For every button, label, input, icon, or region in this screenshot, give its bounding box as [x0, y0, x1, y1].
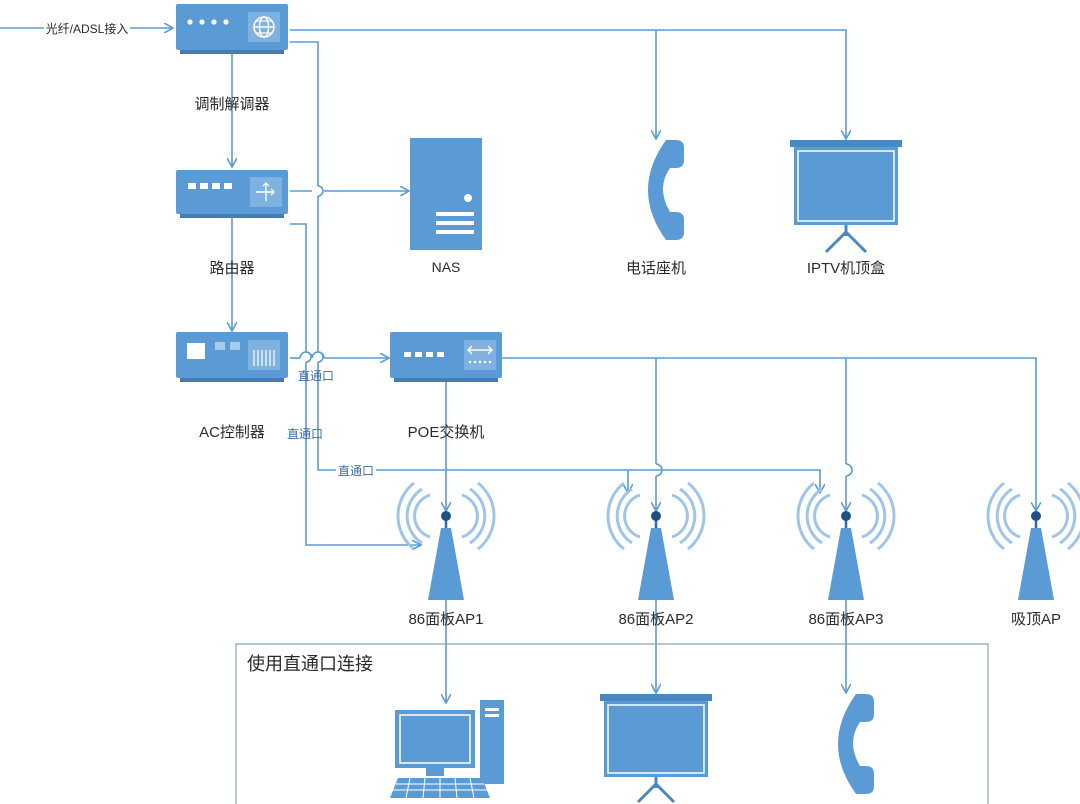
ap2-icon	[606, 481, 706, 600]
router-direct-line	[290, 223, 307, 352]
tv-screen-icon	[600, 694, 712, 804]
router-label: 路由器	[209, 260, 254, 277]
poe-ceiling-ap-line	[502, 357, 1036, 510]
direct-line-ap3	[317, 362, 820, 492]
port-label-1: 直通口	[298, 369, 334, 383]
input-label: 光纤/ADSL接入	[46, 21, 129, 36]
direct-port-group-box	[235, 643, 989, 804]
ap1-label: 86面板AP1	[408, 610, 483, 628]
nas-label: NAS	[432, 259, 461, 275]
modem-icon	[176, 4, 288, 54]
router-ap1-line	[305, 362, 420, 545]
ac-controller-icon	[176, 332, 288, 382]
computer-icon	[390, 700, 504, 799]
router-icon	[176, 170, 288, 218]
nas-icon	[410, 138, 482, 250]
phone-bottom-icon	[838, 694, 874, 794]
group-label: 使用直通口连接	[247, 654, 373, 674]
modem-label: 调制解调器	[194, 96, 269, 113]
phone-label: 电话座机	[626, 260, 686, 277]
poe-label: POE交换机	[408, 423, 485, 441]
ceiling-ap-icon	[986, 481, 1080, 600]
modem-direct-line-a	[290, 41, 319, 186]
ac-label: AC控制器	[199, 424, 265, 441]
connection-lines	[0, 28, 1036, 702]
phone-icon	[648, 140, 684, 240]
ceiling-ap-label: 吸顶AP	[1011, 611, 1061, 628]
iptv-label: IPTV机顶盒	[807, 260, 885, 277]
ap3-label: 86面板AP3	[808, 610, 883, 628]
modem-iptv-line	[290, 29, 846, 138]
ap1-icon	[396, 481, 496, 600]
iptv-screen-icon	[790, 140, 902, 254]
port-label-2: 直通口	[287, 427, 323, 441]
port-label-3: 直通口	[338, 464, 374, 478]
ap2-label: 86面板AP2	[618, 610, 693, 628]
poe-switch-icon	[390, 332, 502, 382]
ap3-icon	[796, 481, 896, 600]
